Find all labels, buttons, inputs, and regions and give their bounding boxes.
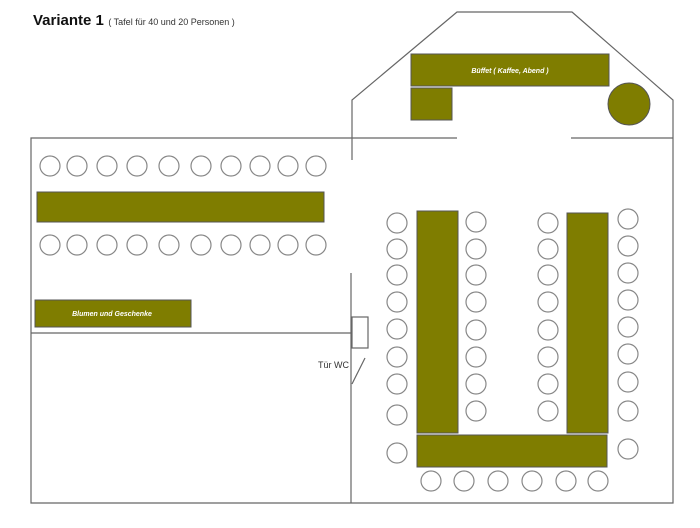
- chairs: [39, 155, 639, 492]
- buffet-side-table: [410, 87, 453, 121]
- chair: [465, 346, 487, 368]
- chair: [386, 264, 408, 286]
- chair: [617, 262, 639, 284]
- chair: [465, 319, 487, 341]
- chair: [617, 371, 639, 393]
- chair: [521, 470, 543, 492]
- chair: [617, 316, 639, 338]
- chair: [386, 212, 408, 234]
- chair: [465, 211, 487, 233]
- chair: [587, 470, 609, 492]
- chair: [487, 470, 509, 492]
- u-table: [416, 210, 609, 468]
- wc-door-frame: [351, 316, 369, 349]
- chair: [555, 470, 577, 492]
- chair: [465, 238, 487, 260]
- chair: [386, 442, 408, 464]
- title-main: Variante 1: [33, 12, 104, 29]
- u-table-left: [416, 210, 459, 434]
- chair: [66, 234, 88, 256]
- chair: [249, 234, 271, 256]
- chair: [190, 155, 212, 177]
- chair: [190, 234, 212, 256]
- chair: [66, 155, 88, 177]
- chair: [126, 234, 148, 256]
- chair: [420, 470, 442, 492]
- chair: [277, 155, 299, 177]
- chair: [617, 400, 639, 422]
- chair: [617, 343, 639, 365]
- chair: [537, 291, 559, 313]
- chair: [453, 470, 475, 492]
- chair: [96, 155, 118, 177]
- chair: [96, 234, 118, 256]
- chair: [537, 238, 559, 260]
- chair: [537, 373, 559, 395]
- chair: [305, 234, 327, 256]
- title-subtitle: ( Tafel für 40 und 20 Personen ): [108, 17, 235, 27]
- chair: [537, 319, 559, 341]
- chair: [617, 208, 639, 230]
- chair: [158, 234, 180, 256]
- round-table: [607, 82, 651, 126]
- chair: [386, 404, 408, 426]
- gift-table: [34, 299, 192, 328]
- chair: [386, 373, 408, 395]
- chair: [465, 264, 487, 286]
- chair: [249, 155, 271, 177]
- buffet-table: [410, 53, 610, 87]
- chair: [126, 155, 148, 177]
- chair: [465, 373, 487, 395]
- long-table: [36, 191, 325, 223]
- chair: [386, 238, 408, 260]
- chair: [158, 155, 180, 177]
- chair: [386, 346, 408, 368]
- chair: [465, 291, 487, 313]
- chair: [617, 438, 639, 460]
- flowers-label: Blumen und Geschenke: [72, 311, 152, 318]
- chair: [617, 289, 639, 311]
- chair: [39, 234, 61, 256]
- chair: [220, 155, 242, 177]
- buffet-label: Büffet ( Kaffee, Abend ): [471, 68, 549, 75]
- chair: [537, 212, 559, 234]
- wc-door-swing: [351, 357, 366, 385]
- chair: [277, 234, 299, 256]
- chair: [617, 235, 639, 257]
- chair: [386, 318, 408, 340]
- chair: [305, 155, 327, 177]
- chair: [39, 155, 61, 177]
- u-table-bottom: [416, 434, 608, 468]
- buffet-area: Büffet ( Kaffee, Abend ): [410, 53, 651, 126]
- plan-title: Variante 1 ( Tafel für 40 und 20 Persone…: [33, 12, 235, 30]
- walls: [30, 11, 674, 504]
- chair: [537, 346, 559, 368]
- u-table-right: [566, 212, 609, 434]
- chair: [386, 291, 408, 313]
- chair: [465, 400, 487, 422]
- chair: [537, 264, 559, 286]
- upper-room-wall: [30, 11, 674, 504]
- chair: [220, 234, 242, 256]
- chair: [537, 400, 559, 422]
- door-wc-label: Tür WC: [318, 360, 349, 370]
